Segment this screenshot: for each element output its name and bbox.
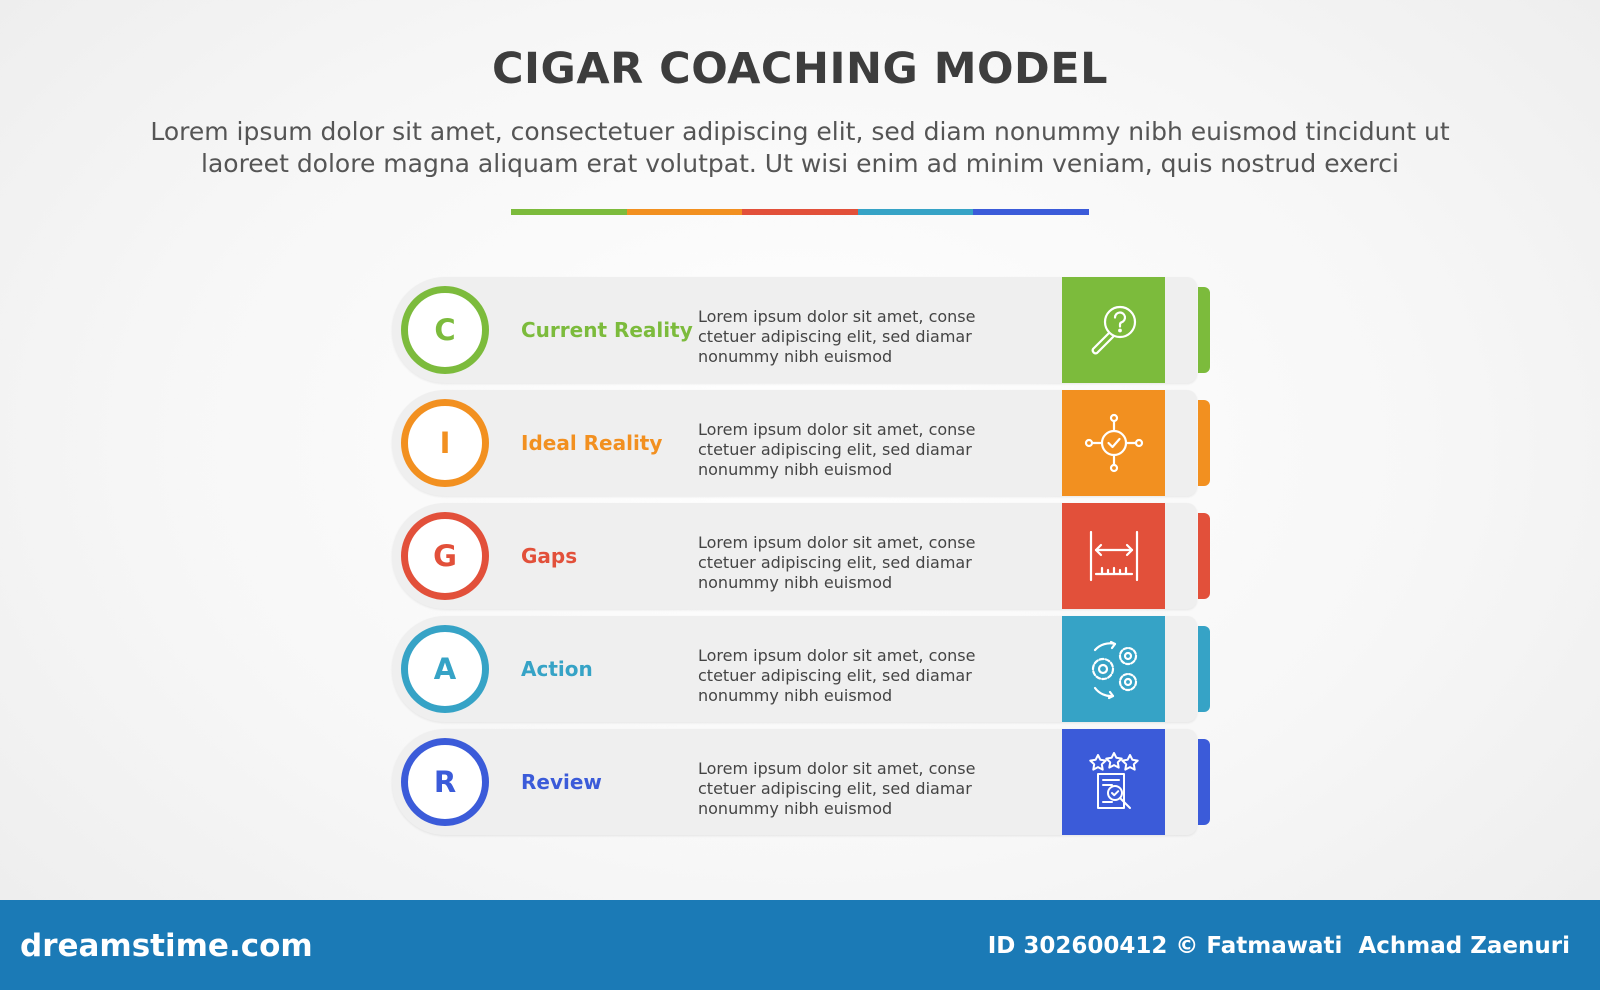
step-letter-circle: A bbox=[401, 625, 489, 713]
target-check-network-icon bbox=[1084, 413, 1143, 473]
step-label: Review bbox=[521, 770, 602, 794]
step-description: Lorem ipsum dolor sit amet, conse ctetue… bbox=[698, 533, 1038, 593]
step-letter-circle: G bbox=[401, 512, 489, 600]
step-label: Action bbox=[521, 657, 593, 681]
desc-line: nonummy nibh euismod bbox=[698, 460, 893, 479]
gears-cycle-icon bbox=[1091, 640, 1137, 700]
desc-line: nonummy nibh euismod bbox=[698, 573, 893, 592]
step-row-c: C Current Reality Lorem ipsum dolor sit … bbox=[392, 277, 1210, 383]
step-label: Ideal Reality bbox=[521, 431, 663, 455]
divider-segment bbox=[626, 209, 743, 215]
step-icon-box bbox=[1062, 277, 1165, 383]
desc-line: nonummy nibh euismod bbox=[698, 686, 893, 705]
desc-line: nonummy nibh euismod bbox=[698, 347, 893, 366]
step-letter-circle: C bbox=[401, 286, 489, 374]
step-description: Lorem ipsum dolor sit amet, conse ctetue… bbox=[698, 420, 1038, 480]
desc-line: ctetuer adipiscing elit, sed diamar bbox=[698, 327, 972, 346]
desc-line: nonummy nibh euismod bbox=[698, 799, 893, 818]
step-icon-box bbox=[1062, 616, 1165, 722]
divider-segment bbox=[742, 209, 858, 215]
step-side-tab bbox=[1198, 287, 1210, 373]
step-description: Lorem ipsum dolor sit amet, conse ctetue… bbox=[698, 646, 1038, 706]
step-icon-box bbox=[1062, 729, 1165, 835]
page-subtitle: Lorem ipsum dolor sit amet, consectetuer… bbox=[110, 116, 1490, 180]
step-description: Lorem ipsum dolor sit amet, conse ctetue… bbox=[698, 307, 1038, 367]
step-row-a: A Action Lorem ipsum dolor sit amet, con… bbox=[392, 616, 1210, 722]
desc-line: ctetuer adipiscing elit, sed diamar bbox=[698, 779, 972, 798]
desc-line: Lorem ipsum dolor sit amet, conse bbox=[698, 307, 976, 326]
step-icon-box bbox=[1062, 503, 1165, 609]
gap-measure-icon bbox=[1089, 530, 1138, 582]
step-side-tab bbox=[1198, 739, 1210, 825]
desc-line: Lorem ipsum dolor sit amet, conse bbox=[698, 646, 976, 665]
desc-line: ctetuer adipiscing elit, sed diamar bbox=[698, 553, 972, 572]
step-side-tab bbox=[1198, 513, 1210, 599]
color-divider bbox=[511, 209, 1089, 215]
page-title: CIGAR COACHING MODEL bbox=[491, 44, 1109, 94]
step-row-r: R Review Lorem ipsum dolor sit amet, con… bbox=[392, 729, 1210, 835]
step-letter-circle: R bbox=[401, 738, 489, 826]
step-side-tab bbox=[1198, 626, 1210, 712]
step-side-tab bbox=[1198, 400, 1210, 486]
footer-logo: dreamstime.com bbox=[20, 928, 313, 964]
step-row-g: G Gaps Lorem ipsum dolor sit amet, conse… bbox=[392, 503, 1210, 609]
divider-segment bbox=[857, 209, 974, 215]
desc-line: Lorem ipsum dolor sit amet, conse bbox=[698, 533, 976, 552]
subtitle-line-2: laoreet dolore magna aliquam erat volutp… bbox=[201, 149, 1399, 178]
step-label: Current Reality bbox=[521, 318, 693, 342]
step-icon-box bbox=[1062, 390, 1165, 496]
magnifier-question-icon bbox=[1091, 305, 1136, 355]
step-label: Gaps bbox=[521, 544, 578, 568]
desc-line: ctetuer adipiscing elit, sed diamar bbox=[698, 440, 972, 459]
review-document-stars-icon bbox=[1088, 752, 1139, 809]
desc-line: ctetuer adipiscing elit, sed diamar bbox=[698, 666, 972, 685]
divider-segment bbox=[973, 209, 1089, 215]
divider-segment bbox=[511, 209, 627, 215]
footer-credit: ID 302600412 © Fatmawati Achmad Zaenuri bbox=[987, 933, 1570, 959]
desc-line: Lorem ipsum dolor sit amet, conse bbox=[698, 759, 976, 778]
step-description: Lorem ipsum dolor sit amet, conse ctetue… bbox=[698, 759, 1038, 819]
footer-bar: dreamstime.com ID 302600412 © Fatmawati … bbox=[0, 900, 1600, 990]
step-row-i: I Ideal Reality Lorem ipsum dolor sit am… bbox=[392, 390, 1210, 496]
desc-line: Lorem ipsum dolor sit amet, conse bbox=[698, 420, 976, 439]
step-letter-circle: I bbox=[401, 399, 489, 487]
subtitle-line-1: Lorem ipsum dolor sit amet, consectetuer… bbox=[150, 117, 1450, 146]
